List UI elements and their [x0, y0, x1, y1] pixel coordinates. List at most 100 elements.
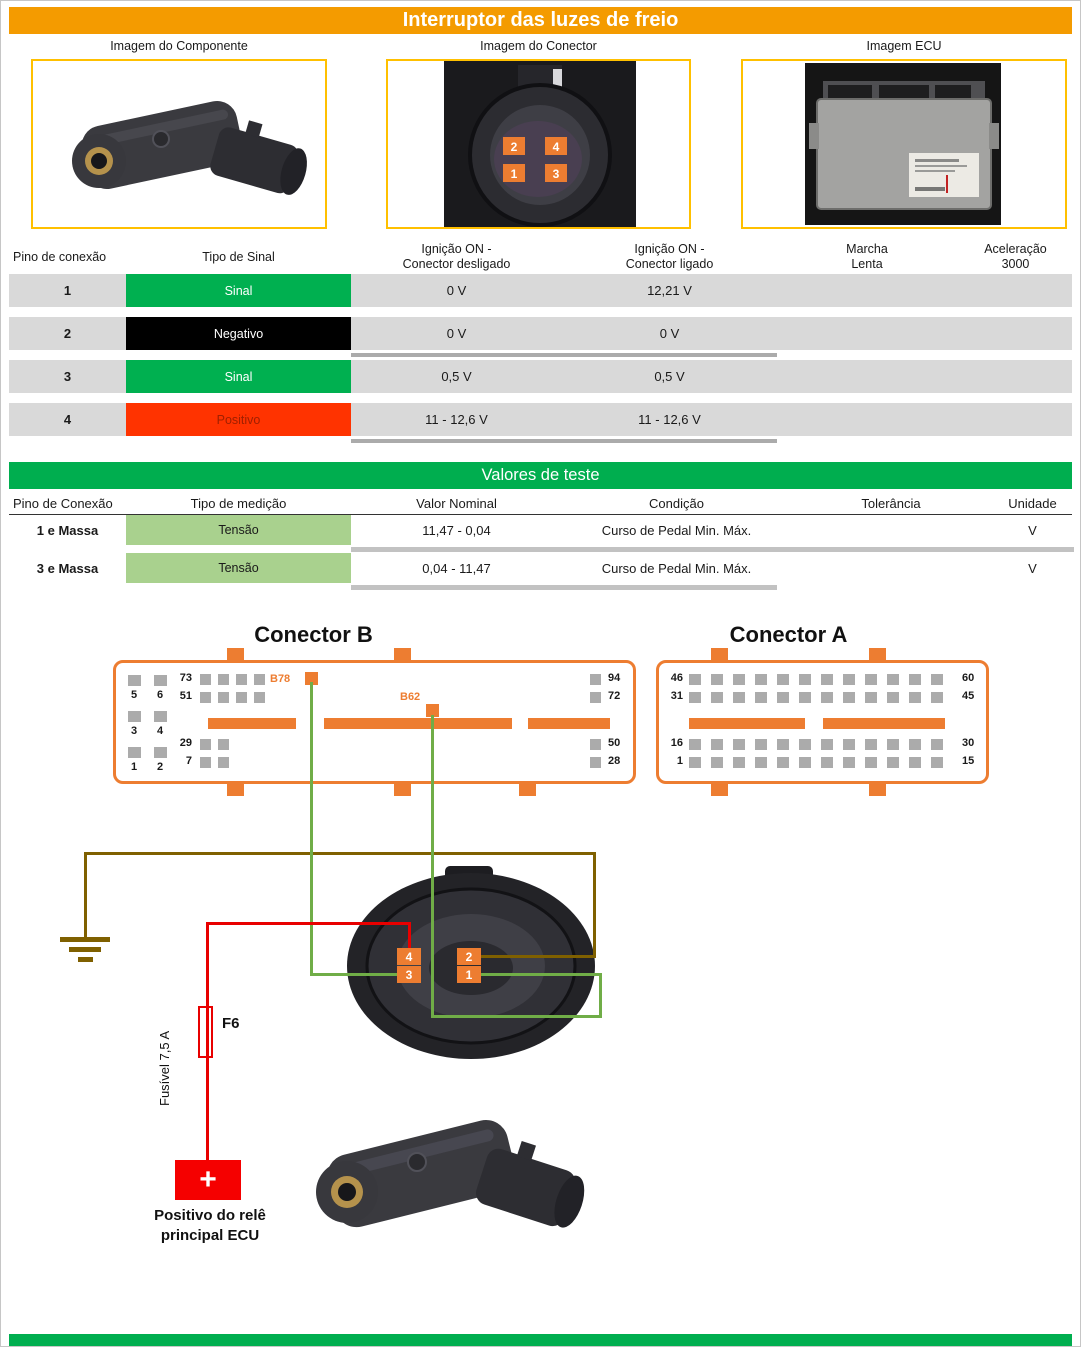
- row-pin-label: 45: [962, 690, 975, 702]
- col-header-nominal: Valor Nominal: [416, 496, 497, 511]
- signal-wire-b62: [479, 973, 602, 976]
- connector-tab: [394, 782, 411, 796]
- ground-icon: [69, 947, 101, 952]
- key-bar: [823, 718, 945, 729]
- connector-tab: [394, 648, 411, 662]
- voltage-on: 0,5 V: [654, 369, 685, 384]
- ecu-photo: [805, 63, 1001, 225]
- unit-value: V: [1028, 522, 1037, 538]
- signal-row-4: 4 Positivo 11 - 12,6 V 11 - 12,6 V: [9, 403, 1072, 436]
- connector-a-box: 46 60 31 45 16 30 1 15: [656, 660, 989, 784]
- connector-image-caption: Imagem do Conector: [480, 39, 597, 53]
- connector-b-box: 5 6 3 4 1 2 73 B78 51 94 72 B62 29: [113, 660, 636, 784]
- photo-pin-4: 4: [397, 948, 421, 965]
- ground-wire: [84, 852, 596, 855]
- col-header-accel: Aceleração 3000: [984, 242, 1047, 271]
- ecu-image: [741, 59, 1067, 229]
- component-photo-bottom: [316, 1119, 585, 1228]
- pin-number: 1: [63, 283, 72, 298]
- connector-pin-3: 3: [553, 167, 560, 181]
- nominal-value: 0,04 - 11,47: [422, 560, 491, 576]
- connector-pin-4: 4: [553, 140, 560, 154]
- signal-wire-b78: [310, 973, 397, 976]
- accel-value: [957, 403, 1074, 436]
- component-image: [31, 59, 327, 229]
- signal-wire-b62: [599, 973, 602, 1018]
- connector-image: 2 4 1 3: [386, 59, 691, 229]
- measure-type-badge: Tensão: [126, 553, 351, 583]
- b78-pin-square: [305, 672, 318, 685]
- sub-pin-label: 1: [131, 761, 138, 773]
- voltage-on: 0 V: [659, 326, 680, 341]
- col-header-pin: Pino de conexão: [13, 249, 107, 264]
- row-pin-label: 94: [608, 672, 621, 684]
- signal-type-badge: Sinal: [126, 360, 351, 393]
- connector-tab: [227, 648, 244, 662]
- pin-combo: 3 e Massa: [36, 560, 99, 576]
- voltage-off: 0,5 V: [441, 369, 472, 384]
- accel-value: [957, 274, 1074, 307]
- col-header-signal-type: Tipo de Sinal: [202, 249, 275, 264]
- test-values-title: Valores de teste: [9, 462, 1072, 489]
- row-pin-label: 15: [962, 755, 975, 767]
- ground-wire: [84, 852, 87, 937]
- pin-squares: [200, 674, 272, 685]
- page-title: Interruptor das luzes de freio: [9, 7, 1072, 34]
- signal-type-badge: Sinal: [126, 274, 351, 307]
- connector-pin-1: 1: [511, 167, 518, 181]
- row-pin-label: 7: [185, 755, 192, 767]
- ground-wire: [480, 955, 596, 958]
- photo-pin-2: 2: [457, 948, 481, 965]
- row-gap: [9, 545, 1074, 553]
- row-pin-label: 73: [179, 672, 192, 684]
- fuse-rating-label: Fusível 7,5 A: [157, 1030, 172, 1106]
- row-pin-label: 51: [179, 690, 192, 702]
- b78-label: B78: [270, 673, 291, 685]
- sub-pin-label: 4: [157, 725, 164, 737]
- photo-pin-1: 1: [457, 966, 481, 983]
- test-row-1: 1 e Massa Tensão 11,47 - 0,04 Curso de P…: [9, 515, 1072, 545]
- col-header-tolerance: Tolerância: [861, 496, 921, 511]
- unit-value: V: [1028, 560, 1037, 576]
- signal-type-badge: Positivo: [126, 403, 351, 436]
- col-header-unit: Unidade: [1008, 496, 1057, 511]
- nominal-value: 11,47 - 0,04: [422, 522, 491, 538]
- signal-row-1: 1 Sinal 0 V 12,21 V: [9, 274, 1072, 307]
- pin-squares: [128, 711, 180, 722]
- pin-squares: [590, 692, 608, 703]
- col-header-idle: Marcha Lenta: [846, 242, 888, 271]
- connector-tab: [227, 782, 244, 796]
- row-gap: [9, 393, 1072, 403]
- voltage-on: 12,21 V: [647, 283, 692, 298]
- connector-tab: [869, 782, 886, 796]
- row-pin-label: 1: [676, 755, 683, 767]
- row-divider: [351, 585, 777, 590]
- wiring-diagram: Conector B Conector A 5 6 3 4 1 2 73 B78…: [1, 594, 1080, 1334]
- signal-wire-b62: [431, 715, 434, 1018]
- pin-squares: [200, 739, 236, 750]
- row-gap: [9, 307, 1072, 317]
- footer-bar: [9, 1334, 1072, 1346]
- connector-photo: 2 4 1 3: [444, 61, 636, 227]
- key-bar: [208, 718, 296, 729]
- pin-squares: [128, 747, 180, 758]
- positive-relay-label: Positivo do relê principal ECU: [154, 1207, 266, 1245]
- pin-squares: [590, 674, 608, 685]
- connector-b-title: Conector B: [254, 622, 373, 647]
- connector-tab: [711, 648, 728, 662]
- connector-pin-2: 2: [511, 140, 518, 154]
- ground-icon: [60, 937, 110, 942]
- pin-squares: [590, 757, 608, 768]
- voltage-off: 0 V: [446, 283, 467, 298]
- row-pin-label: 29: [179, 737, 192, 749]
- row-gap: [9, 583, 1072, 591]
- idle-value: [777, 317, 957, 350]
- row-pin-label: 31: [670, 690, 683, 702]
- col-header-measure-type: Tipo de medição: [190, 496, 287, 511]
- voltage-off: 11 - 12,6 V: [425, 412, 488, 427]
- component-image-caption: Imagem do Componente: [110, 39, 248, 53]
- pin-squares: [689, 739, 953, 750]
- row-pin-label: 28: [608, 755, 621, 767]
- pin-squares: [200, 757, 236, 768]
